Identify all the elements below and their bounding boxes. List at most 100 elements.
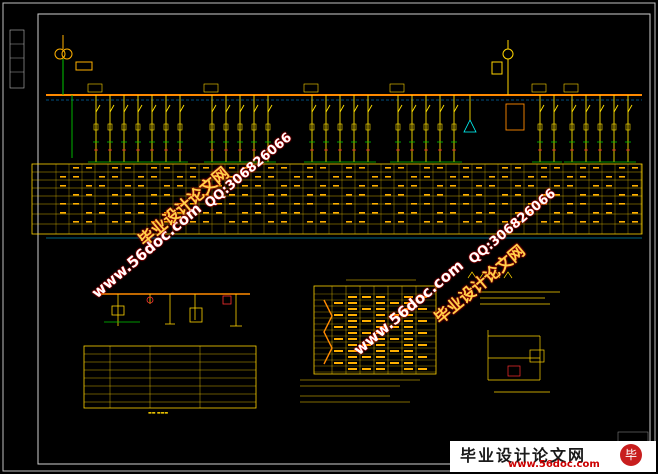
center-table-curve	[323, 299, 333, 365]
feeder-group-tag	[303, 83, 319, 93]
table-cell-mark	[99, 212, 105, 214]
center-table-cell-mark	[404, 314, 413, 316]
center-table-cell-mark	[404, 296, 413, 298]
center-table-cell-mark	[348, 332, 357, 334]
table-cell-mark	[372, 203, 378, 205]
feeder	[611, 95, 619, 162]
center-table-cell-mark	[404, 302, 413, 304]
table-cell-mark	[138, 212, 144, 214]
table-cell-mark	[437, 194, 443, 196]
table-cell-mark	[60, 212, 66, 214]
feeder	[423, 95, 431, 162]
center-table-cell-mark	[334, 314, 343, 316]
table-cell-mark	[463, 194, 469, 196]
table-cell-mark	[346, 221, 352, 223]
table-cell-mark	[255, 212, 261, 214]
table-cell-mark	[164, 212, 170, 214]
table-cell-mark	[489, 176, 495, 178]
table-cell-mark	[541, 194, 547, 196]
center-table-cell-mark	[404, 350, 413, 352]
table-cell-mark	[268, 176, 274, 178]
table-cell-mark	[619, 203, 625, 205]
table-cell-mark	[60, 176, 66, 178]
lower-left-table-caption: ▬▬ ▬▬▬	[148, 410, 168, 415]
table-cell-mark	[281, 194, 287, 196]
incoming-transformer-left	[54, 35, 93, 95]
table-cell-mark	[606, 212, 612, 214]
center-table-cell-mark	[362, 296, 371, 298]
table-cell-mark	[112, 176, 118, 178]
table-cell-mark	[541, 203, 547, 205]
table-cell-mark	[164, 167, 170, 169]
table-cell-mark	[216, 185, 222, 187]
switch-symbol-row	[467, 271, 513, 279]
table-cell-mark	[606, 176, 612, 178]
center-table-cell-mark	[348, 320, 357, 322]
table-cell-mark	[619, 221, 625, 223]
table-cell-mark	[359, 221, 365, 223]
table-cell-mark	[567, 176, 573, 178]
table-cell-mark	[554, 194, 560, 196]
table-cell-mark	[398, 185, 404, 187]
table-cell-mark	[242, 212, 248, 214]
center-table-cell-mark	[418, 308, 427, 310]
feeder	[251, 95, 259, 162]
table-cell-mark	[593, 194, 599, 196]
table-cell-mark	[385, 194, 391, 196]
table-cell-mark	[554, 221, 560, 223]
table-cell-mark	[307, 221, 313, 223]
table-cell-mark	[463, 221, 469, 223]
center-table-cell-mark	[404, 332, 413, 334]
table-cell-mark	[450, 212, 456, 214]
table-cell-mark	[385, 203, 391, 205]
center-table-cell-mark	[376, 332, 385, 334]
binding-margin-ticks	[10, 43, 24, 73]
table-cell-mark	[463, 167, 469, 169]
lower-left-equipment-table	[83, 345, 257, 409]
table-cell-mark	[463, 203, 469, 205]
table-cell-mark	[541, 176, 547, 178]
center-table-cell-mark	[376, 314, 385, 316]
center-calculation-table	[313, 279, 437, 375]
center-table-cell-mark	[348, 326, 357, 328]
center-table-cell-mark	[390, 326, 399, 328]
feeder-group-tag	[389, 83, 405, 93]
table-cell-mark	[60, 185, 66, 187]
table-cell-mark	[73, 194, 79, 196]
table-cell-mark	[73, 167, 79, 169]
table-cell-mark	[86, 167, 92, 169]
table-cell-mark	[242, 194, 248, 196]
feeder	[93, 95, 101, 162]
table-cell-mark	[73, 221, 79, 223]
table-cell-mark	[372, 176, 378, 178]
feeder	[597, 95, 605, 162]
table-cell-mark	[606, 185, 612, 187]
table-cell-mark	[333, 203, 339, 205]
center-table-cell-mark	[404, 308, 413, 310]
center-table-cell-mark	[418, 332, 427, 334]
center-table-cell-mark	[376, 362, 385, 364]
lower-right-control-schematic	[480, 291, 560, 393]
table-cell-mark	[515, 194, 521, 196]
table-cell-mark	[177, 176, 183, 178]
center-table-cell-mark	[362, 320, 371, 322]
table-cell-mark	[385, 176, 391, 178]
table-cell-mark	[320, 221, 326, 223]
table-cell-mark	[567, 185, 573, 187]
table-cell-mark	[554, 212, 560, 214]
table-cell-mark	[411, 185, 417, 187]
incoming-transformer-right	[491, 40, 514, 95]
table-cell-mark	[580, 167, 586, 169]
table-cell-mark	[190, 194, 196, 196]
feeder	[223, 95, 231, 162]
table-cell-mark	[190, 203, 196, 205]
table-cell-mark	[372, 212, 378, 214]
center-table-cell-mark	[376, 368, 385, 370]
table-cell-mark	[281, 221, 287, 223]
table-cell-mark	[411, 203, 417, 205]
feeder	[209, 95, 217, 162]
center-table-cell-mark	[376, 356, 385, 358]
table-cell-mark	[359, 194, 365, 196]
table-cell-mark	[190, 221, 196, 223]
center-table-cell-mark	[348, 350, 357, 352]
